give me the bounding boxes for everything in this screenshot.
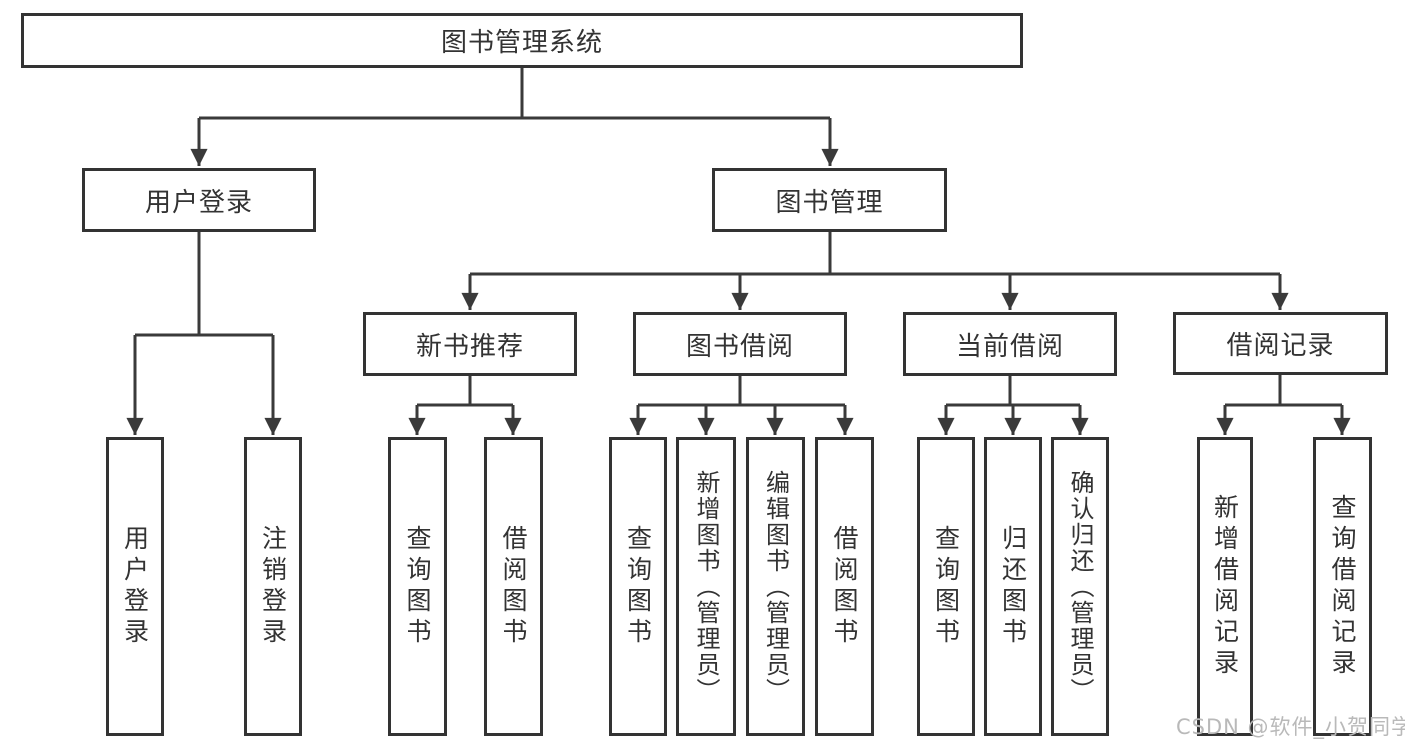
node-leaf-borrow-books: 借阅图书	[815, 437, 874, 736]
connector-newrec-to-leaves	[408, 376, 522, 435]
connector-bookmgmt-to-level3	[461, 232, 1289, 310]
node-leaf-borrow-books-rec: 借阅图书	[484, 437, 543, 736]
node-leaf-query-books-rec: 查询图书	[388, 437, 447, 736]
node-leaf-logout: 注销登录	[244, 437, 302, 736]
connector-userlogin-to-leaves	[126, 232, 282, 435]
node-leaf-user-login: 用户登录	[106, 437, 164, 736]
node-leaf-query-books-borrow: 查询图书	[609, 437, 667, 736]
node-leaf-return-books: 归还图书	[984, 437, 1042, 736]
node-book-borrowing: 图书借阅	[633, 312, 847, 376]
node-leaf-add-borrow-record: 新增借阅记录	[1197, 437, 1253, 736]
connector-curborrow-to-leaves	[937, 376, 1089, 435]
node-leaf-edit-books-admin: 编辑图书（管理员）	[746, 437, 805, 736]
connector-root-to-level2	[190, 68, 839, 166]
node-leaf-query-borrow-record: 查询借阅记录	[1313, 437, 1372, 736]
node-current-borrowing: 当前借阅	[903, 312, 1117, 376]
node-borrowing-records: 借阅记录	[1173, 312, 1388, 375]
connector-borrowrec-to-leaves	[1216, 375, 1351, 435]
csdn-watermark: CSDN @软件_小贺同学	[1176, 715, 1405, 739]
node-book-management: 图书管理	[712, 168, 947, 232]
node-leaf-query-books-current: 查询图书	[917, 437, 975, 736]
node-leaf-confirm-return-admin: 确认归还（管理员）	[1051, 437, 1109, 736]
node-leaf-add-books-admin: 新增图书（管理员）	[676, 437, 736, 736]
node-new-book-recommend: 新书推荐	[363, 312, 577, 376]
connector-bookborrow-to-leaves	[629, 376, 854, 435]
node-library-system: 图书管理系统	[21, 13, 1023, 68]
node-user-login: 用户登录	[82, 168, 316, 232]
